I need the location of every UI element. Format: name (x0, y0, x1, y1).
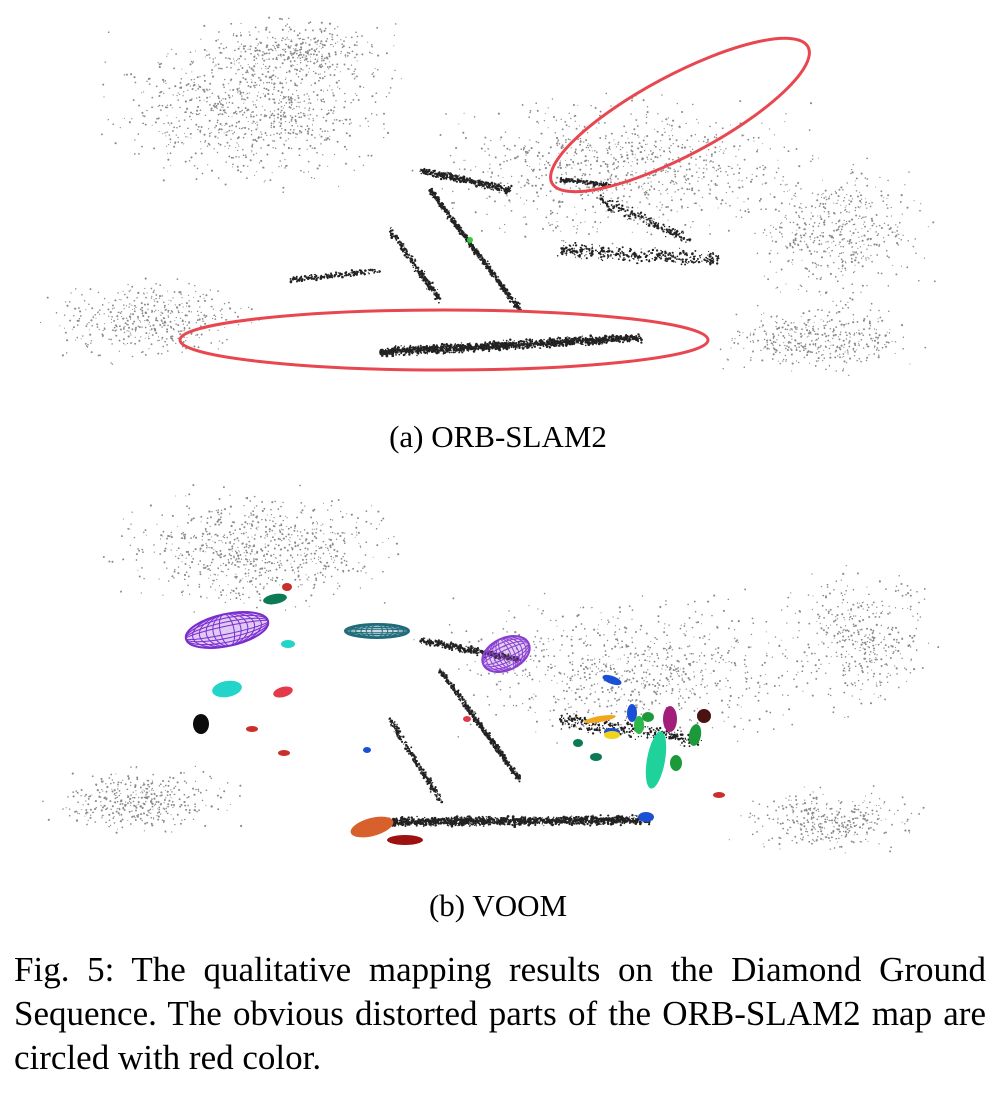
point-cluster (39, 277, 260, 365)
ellipsoid-wireframe (482, 636, 530, 672)
object-ellipsoid (273, 686, 293, 698)
point-cluster (42, 765, 243, 834)
point-band (388, 226, 442, 304)
object-ellipsoid (282, 583, 292, 591)
object-ellipsoid (697, 709, 711, 723)
point-band (599, 194, 692, 243)
object-ellipsoids (184, 583, 725, 845)
object-ellipsoid (263, 593, 287, 605)
point-cluster (102, 484, 400, 613)
object-ellipsoid (642, 712, 654, 722)
object-ellipsoid (246, 726, 258, 732)
distortion-highlight-bottom (178, 308, 710, 372)
object-ellipsoid (281, 640, 295, 648)
point-band (289, 268, 381, 284)
object-ellipsoid (584, 714, 616, 724)
point-cluster (411, 92, 813, 250)
point-band (428, 187, 522, 312)
point-cluster (413, 588, 835, 746)
subcaption-b: (b) VOOM (428, 888, 568, 923)
figure-caption: Fig. 5: The qualitative mapping results … (14, 950, 986, 1077)
object-ellipsoid (663, 706, 677, 732)
object-ellipsoid (387, 835, 423, 845)
object-ellipsoid (645, 731, 667, 789)
object-ellipsoid (602, 674, 622, 686)
camera-marker (467, 237, 473, 243)
object-ellipsoid (350, 816, 394, 838)
point-band (419, 167, 513, 195)
point-cluster (719, 301, 927, 377)
object-ellipsoid (278, 750, 290, 756)
object-ellipsoid (604, 731, 620, 739)
object-ellipsoid (627, 704, 637, 722)
point-band (438, 668, 521, 783)
object-ellipsoid (713, 792, 725, 798)
object-ellipsoid (670, 755, 682, 771)
panel-a-orb-slam2-map (0, 0, 996, 400)
point-band (556, 241, 720, 266)
object-ellipsoid (590, 753, 602, 761)
point-band (388, 717, 444, 804)
object-ellipsoid (638, 812, 654, 822)
distortion-highlight-upper-right (549, 36, 811, 194)
point-cluster (100, 31, 402, 193)
point-band (559, 176, 612, 188)
ellipsoid-wireframe (185, 612, 269, 648)
object-ellipsoid (634, 716, 644, 734)
object-ellipsoid (184, 611, 270, 649)
panel-b-voom-map (0, 470, 996, 890)
point-band (379, 333, 643, 358)
ellipsoid-wireframe (344, 623, 410, 639)
point-band (387, 814, 654, 829)
object-ellipsoid (481, 635, 531, 673)
point-cluster (189, 16, 397, 87)
object-ellipsoid (688, 724, 702, 746)
point-cluster (728, 785, 925, 854)
voom-point-cloud (42, 484, 940, 854)
object-ellipsoid (193, 714, 209, 734)
object-ellipsoid (363, 747, 371, 753)
point-cluster (784, 565, 940, 718)
subcaption-a: (a) ORB-SLAM2 (389, 419, 607, 454)
point-cluster (739, 155, 936, 315)
object-ellipsoid (573, 739, 583, 747)
object-ellipsoid (463, 716, 471, 722)
orb-slam2-point-cloud (39, 16, 936, 377)
object-ellipsoid (212, 680, 242, 698)
